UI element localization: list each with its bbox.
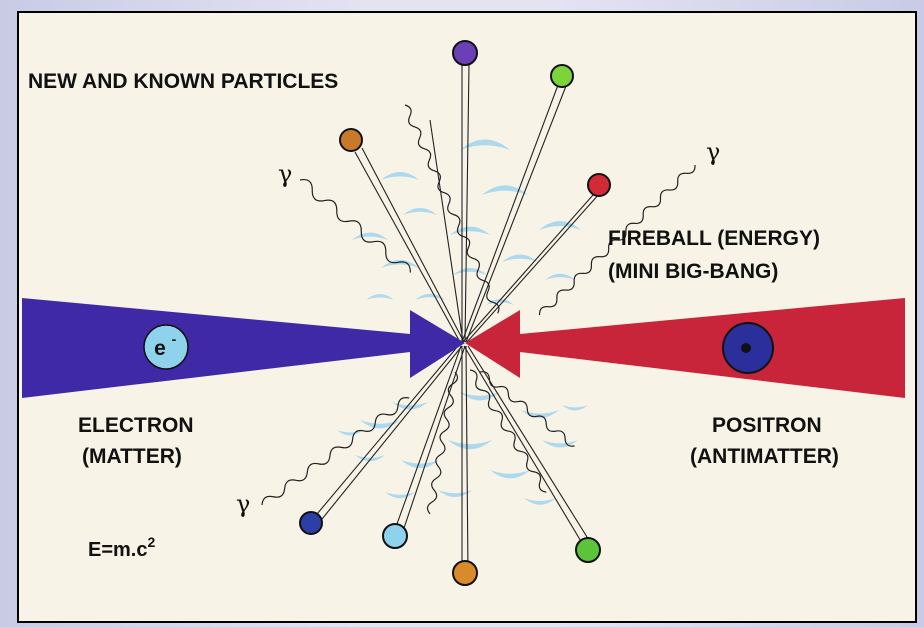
- plume-arc: [337, 430, 363, 436]
- plume-arc: [366, 294, 394, 300]
- electron-label: ELECTRON: [78, 414, 194, 437]
- electron-particle: [143, 324, 189, 370]
- particle-top: [452, 40, 478, 66]
- particle-bottom-cyan: [382, 523, 408, 549]
- gamma-label-right: γ: [706, 138, 720, 166]
- particle-top-right: [550, 64, 574, 88]
- gamma-label-bottom: γ: [236, 490, 250, 518]
- particle-bottom-left: [299, 511, 323, 535]
- plume-arc: [392, 402, 428, 410]
- plume-arc: [385, 492, 415, 499]
- electron-charge: -: [172, 331, 177, 347]
- plume-arc: [403, 207, 437, 215]
- electron-beam: e -: [22, 298, 465, 398]
- plume-arc: [539, 221, 581, 230]
- electron-symbol: e: [154, 337, 166, 360]
- diagram-title: NEW AND KNOWN PARTICLES: [28, 70, 338, 93]
- equation: E=m.c2: [88, 534, 155, 561]
- positron-core: [741, 343, 751, 353]
- particle-bottom-right: [575, 537, 601, 563]
- fireball-label: FIREBALL (ENERGY): [608, 227, 820, 250]
- plume-arc: [545, 273, 575, 280]
- equation-exponent: 2: [147, 534, 155, 550]
- plume-arc: [450, 226, 490, 235]
- particles: [299, 40, 611, 586]
- plume-arc: [460, 139, 510, 150]
- gamma-label-left: γ: [278, 160, 292, 188]
- positron-beam: [465, 298, 905, 398]
- plume-arc: [401, 460, 439, 468]
- plume-arc: [562, 405, 588, 411]
- plume-arc: [448, 440, 492, 450]
- electron-sublabel: (MATTER): [82, 445, 182, 468]
- plume-arc: [490, 470, 530, 479]
- plume-arc: [482, 185, 528, 195]
- particle-tracks: [311, 64, 601, 573]
- particle-upper-left: [339, 128, 363, 152]
- particle-right-mid: [587, 173, 611, 197]
- plume-arc: [415, 293, 445, 300]
- plume-arc: [524, 498, 556, 505]
- plume-arc: [486, 299, 514, 305]
- fireball-sublabel: (MINI BIG-BANG): [608, 260, 778, 283]
- positron-label: POSITRON: [712, 414, 822, 437]
- gamma-rays: [261, 104, 696, 515]
- particle-bottom-center: [452, 560, 478, 586]
- positron-sublabel: (ANTIMATTER): [690, 445, 839, 468]
- plume-arc: [438, 490, 472, 498]
- plume-arc: [502, 254, 538, 262]
- equation-main: E=m.c: [88, 539, 147, 561]
- plume-arc: [381, 172, 419, 180]
